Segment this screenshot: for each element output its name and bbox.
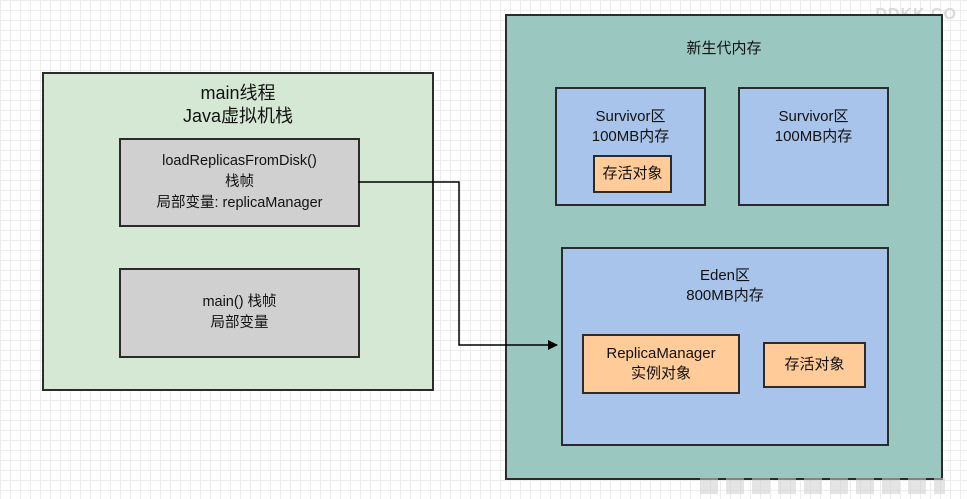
survivor-region-2: Survivor区 100MB内存 bbox=[738, 87, 889, 206]
eden-size: 800MB内存 bbox=[686, 287, 764, 304]
main-frame-locals: 局部变量 bbox=[210, 315, 269, 331]
survivor-region-1: Survivor区 100MB内存 存活对象 bbox=[555, 87, 706, 206]
eden-live-object: 存活对象 bbox=[763, 342, 866, 388]
main-frame-label: main() 栈帧 bbox=[202, 294, 277, 310]
stack-title-thread: main线程 bbox=[200, 83, 276, 103]
stack-title-stack: Java虚拟机栈 bbox=[182, 106, 294, 126]
replica-manager-instance: 实例对象 bbox=[630, 365, 691, 382]
replica-manager-object: ReplicaManager 实例对象 bbox=[582, 334, 740, 394]
load-replicas-stack-frame: loadReplicasFromDisk() 栈帧 局部变量: replicaM… bbox=[119, 138, 360, 227]
survivor-2-label: Survivor区 100MB内存 bbox=[740, 107, 887, 147]
young-generation-title: 新生代内存 bbox=[686, 40, 762, 57]
survivor-live-object-label: 存活对象 bbox=[602, 165, 663, 182]
survivor-2-size: 100MB内存 bbox=[774, 128, 853, 145]
frame-local-variable: 局部变量: replicaManager bbox=[156, 195, 323, 211]
survivor-live-object: 存活对象 bbox=[593, 155, 672, 193]
eden-label: Eden区 800MB内存 bbox=[563, 266, 887, 306]
young-generation-panel: 新生代内存 Survivor区 100MB内存 存活对象 Survivor区 1… bbox=[505, 14, 943, 480]
eden-region: Eden区 800MB内存 ReplicaManager 实例对象 存活对象 bbox=[561, 247, 889, 446]
survivor-2-name: Survivor区 bbox=[778, 108, 849, 125]
replica-manager-class: ReplicaManager bbox=[606, 345, 716, 362]
eden-live-object-label: 存活对象 bbox=[784, 356, 845, 373]
main-stack-frame: main() 栈帧 局部变量 bbox=[119, 268, 360, 358]
frame-method-name: loadReplicasFromDisk() bbox=[162, 153, 317, 169]
jvm-stack-panel: main线程 Java虚拟机栈 loadReplicasFromDisk() 栈… bbox=[42, 72, 434, 391]
survivor-1-size: 100MB内存 bbox=[591, 128, 670, 145]
bottom-blurred-caption bbox=[700, 478, 945, 494]
survivor-1-name: Survivor区 bbox=[595, 108, 666, 125]
frame-label: 栈帧 bbox=[225, 174, 254, 190]
stack-title: main线程 Java虚拟机栈 bbox=[44, 82, 432, 128]
survivor-1-label: Survivor区 100MB内存 bbox=[557, 107, 704, 147]
eden-name: Eden区 bbox=[699, 267, 751, 284]
